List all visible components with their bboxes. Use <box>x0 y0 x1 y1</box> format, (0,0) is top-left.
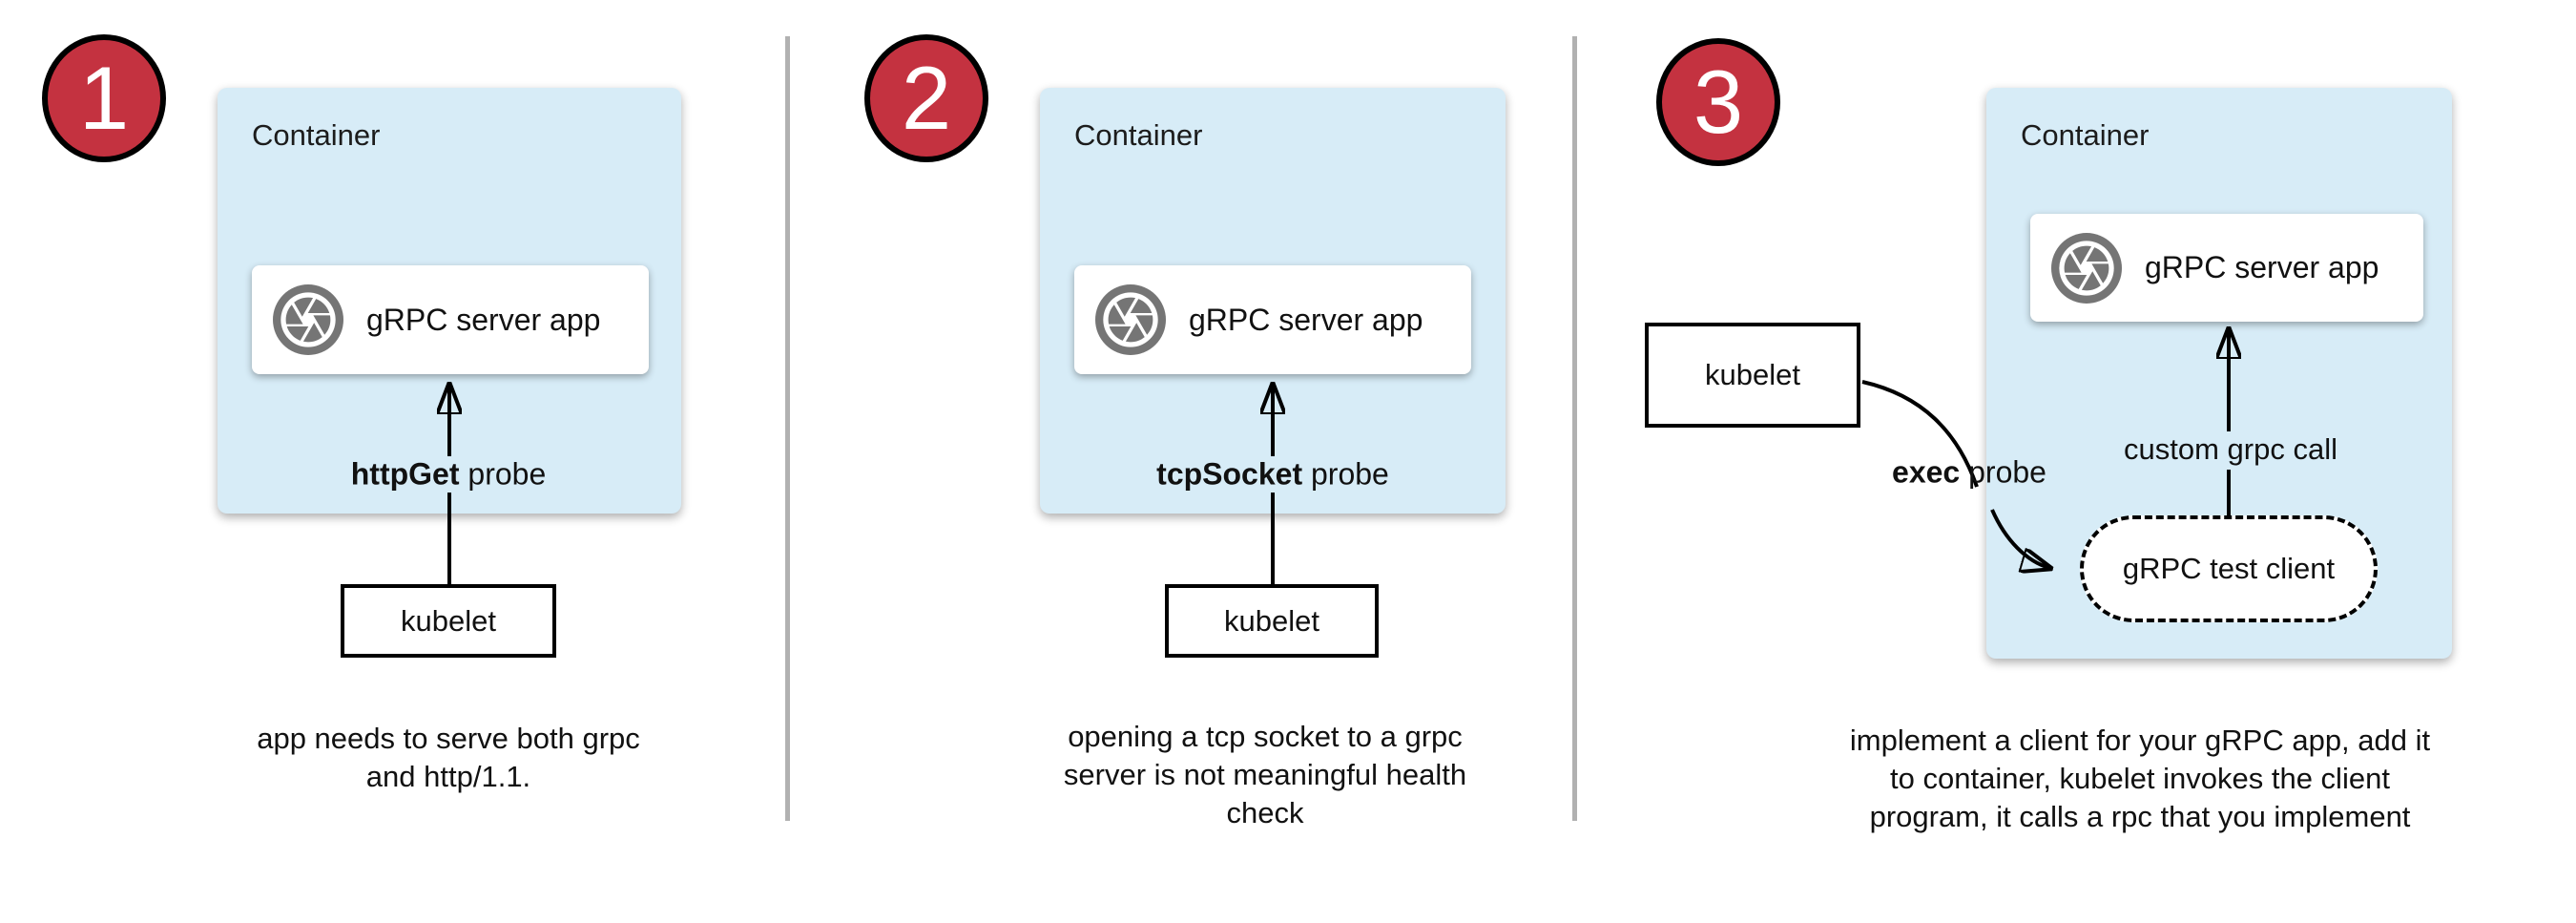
probe-keyword: tcpSocket <box>1156 456 1303 492</box>
kubelet-label-2: kubelet <box>1224 603 1319 638</box>
grpc-server-app-label-2: gRPC server app <box>1189 302 1423 337</box>
panel-divider-1 <box>785 36 790 821</box>
container-label-1: Container <box>252 118 381 152</box>
grpc-test-client-box: gRPC test client <box>2080 515 2378 622</box>
probe-keyword: exec <box>1892 454 1961 490</box>
step-badge-2: 2 <box>864 34 988 162</box>
grpc-server-app-box-1: gRPC server app <box>252 265 649 374</box>
caption-step-3: implement a client for your gRPC app, ad… <box>1850 722 2430 836</box>
grpc-aperture-icon <box>273 284 343 355</box>
probe-rest: probe <box>459 456 547 492</box>
probe-label-httpget: httpGet probe <box>351 457 546 493</box>
caption-step-1: app needs to serve both grpc and http/1.… <box>257 720 640 796</box>
grpc-server-app-box-2: gRPC server app <box>1074 265 1471 374</box>
kubelet-box-1: kubelet <box>341 584 556 658</box>
container-label-3: Container <box>2021 118 2150 152</box>
kubelet-label-1: kubelet <box>401 603 496 638</box>
caption-line: app needs to serve both grpc <box>257 722 640 755</box>
kubelet-box-2: kubelet <box>1165 584 1379 658</box>
grpc-test-client-label: gRPC test client <box>2122 552 2336 585</box>
caption-line: to container, kubelet invokes the client <box>1890 762 2390 795</box>
grpc-server-app-label-3: gRPC server app <box>2145 250 2379 284</box>
container-label-2: Container <box>1074 118 1203 152</box>
probe-rest: probe <box>1302 456 1389 492</box>
probe-rest: probe <box>1960 454 2046 490</box>
caption-line: opening a tcp socket to a grpc <box>1068 720 1463 753</box>
caption-line: and http/1.1. <box>365 760 531 793</box>
step-number-2: 2 <box>901 48 952 148</box>
caption-line: server is not meaningful health <box>1063 758 1467 791</box>
caption-line: check <box>1226 796 1304 829</box>
grpc-server-app-box-3: gRPC server app <box>2030 214 2423 322</box>
probe-keyword: httpGet <box>350 456 460 492</box>
caption-step-2: opening a tcp socket to a grpc server is… <box>1064 718 1466 832</box>
panel-divider-2 <box>1572 36 1577 821</box>
step-badge-1: 1 <box>42 34 166 162</box>
step-number-1: 1 <box>78 48 130 148</box>
custom-grpc-call-label: custom grpc call <box>2124 432 2337 466</box>
caption-line: implement a client for your gRPC app, ad… <box>1849 724 2431 757</box>
grpc-aperture-icon <box>2051 232 2122 304</box>
step-badge-3: 3 <box>1656 38 1780 166</box>
caption-line: program, it calls a rpc that you impleme… <box>1869 800 2411 833</box>
grpc-aperture-icon <box>1095 284 1166 355</box>
kubelet-label-3: kubelet <box>1705 358 1800 391</box>
probe-label-tcpsocket: tcpSocket probe <box>1156 457 1389 493</box>
grpc-server-app-label-1: gRPC server app <box>366 302 601 337</box>
step-number-3: 3 <box>1693 52 1744 152</box>
probe-label-exec: exec probe <box>1892 455 2046 491</box>
kubelet-box-3: kubelet <box>1645 323 1860 428</box>
